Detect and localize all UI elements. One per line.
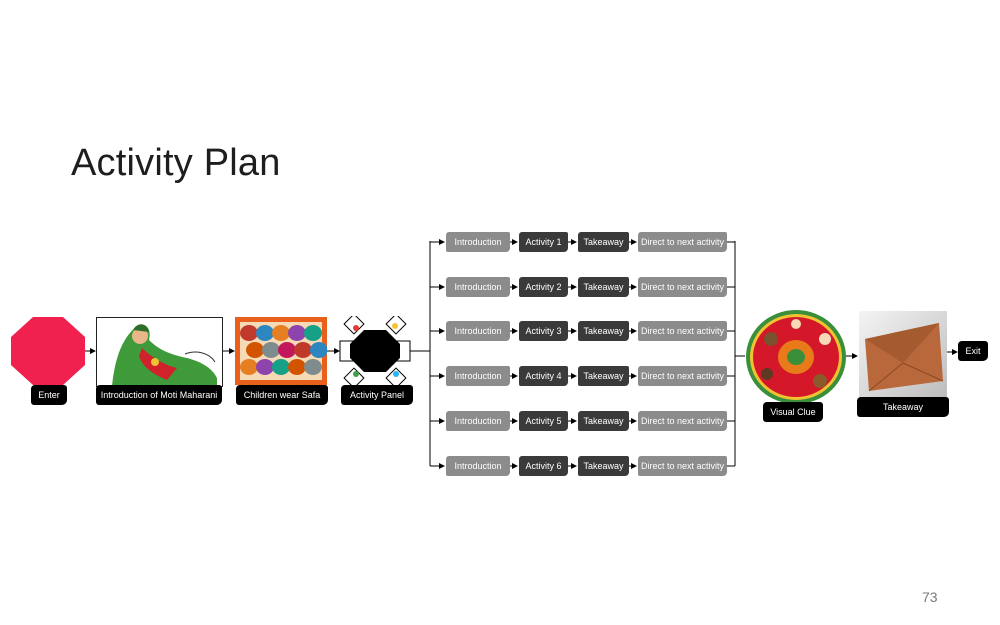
takeaway-pill-6: Takeaway — [578, 456, 629, 476]
activity-pill-4: Activity 4 — [519, 366, 568, 386]
safa-turbans-image — [235, 317, 327, 385]
activity-panel-icon — [339, 316, 411, 386]
direct-next-pill-6: Direct to next activity — [638, 456, 727, 476]
intro-pill-5: Introduction — [446, 411, 510, 431]
takeaway-label: Takeaway — [857, 397, 949, 417]
moti-maharani-illustration — [96, 317, 223, 387]
takeaway-envelope-image — [859, 311, 947, 397]
page-title: Activity Plan — [71, 142, 281, 184]
direct-next-pill-4: Direct to next activity — [638, 366, 727, 386]
intro-moti-label: Introduction of Moti Maharani — [96, 385, 222, 405]
activity-pill-5: Activity 5 — [519, 411, 568, 431]
exit-label: Exit — [958, 341, 988, 361]
intro-pill-4: Introduction — [446, 366, 510, 386]
visual-clue-image — [746, 310, 846, 404]
intro-pill-3: Introduction — [446, 321, 510, 341]
takeaway-pill-1: Takeaway — [578, 232, 629, 252]
visual-clue-label: Visual Clue — [763, 402, 823, 422]
intro-pill-1: Introduction — [446, 232, 510, 252]
direct-next-pill-5: Direct to next activity — [638, 411, 727, 431]
takeaway-pill-4: Takeaway — [578, 366, 629, 386]
activity-pill-1: Activity 1 — [519, 232, 568, 252]
activity-panel-label: Activity Panel — [341, 385, 413, 405]
takeaway-pill-3: Takeaway — [578, 321, 629, 341]
activity-pill-2: Activity 2 — [519, 277, 568, 297]
safa-label: Children wear Safa — [236, 385, 328, 405]
enter-octagon-icon — [11, 317, 85, 385]
direct-next-pill-2: Direct to next activity — [638, 277, 727, 297]
direct-next-pill-1: Direct to next activity — [638, 232, 727, 252]
direct-next-pill-3: Direct to next activity — [638, 321, 727, 341]
activity-pill-6: Activity 6 — [519, 456, 568, 476]
activity-pill-3: Activity 3 — [519, 321, 568, 341]
enter-label: Enter — [31, 385, 67, 405]
intro-pill-6: Introduction — [446, 456, 510, 476]
intro-pill-2: Introduction — [446, 277, 510, 297]
takeaway-pill-5: Takeaway — [578, 411, 629, 431]
takeaway-pill-2: Takeaway — [578, 277, 629, 297]
page-number: 73 — [922, 589, 938, 605]
